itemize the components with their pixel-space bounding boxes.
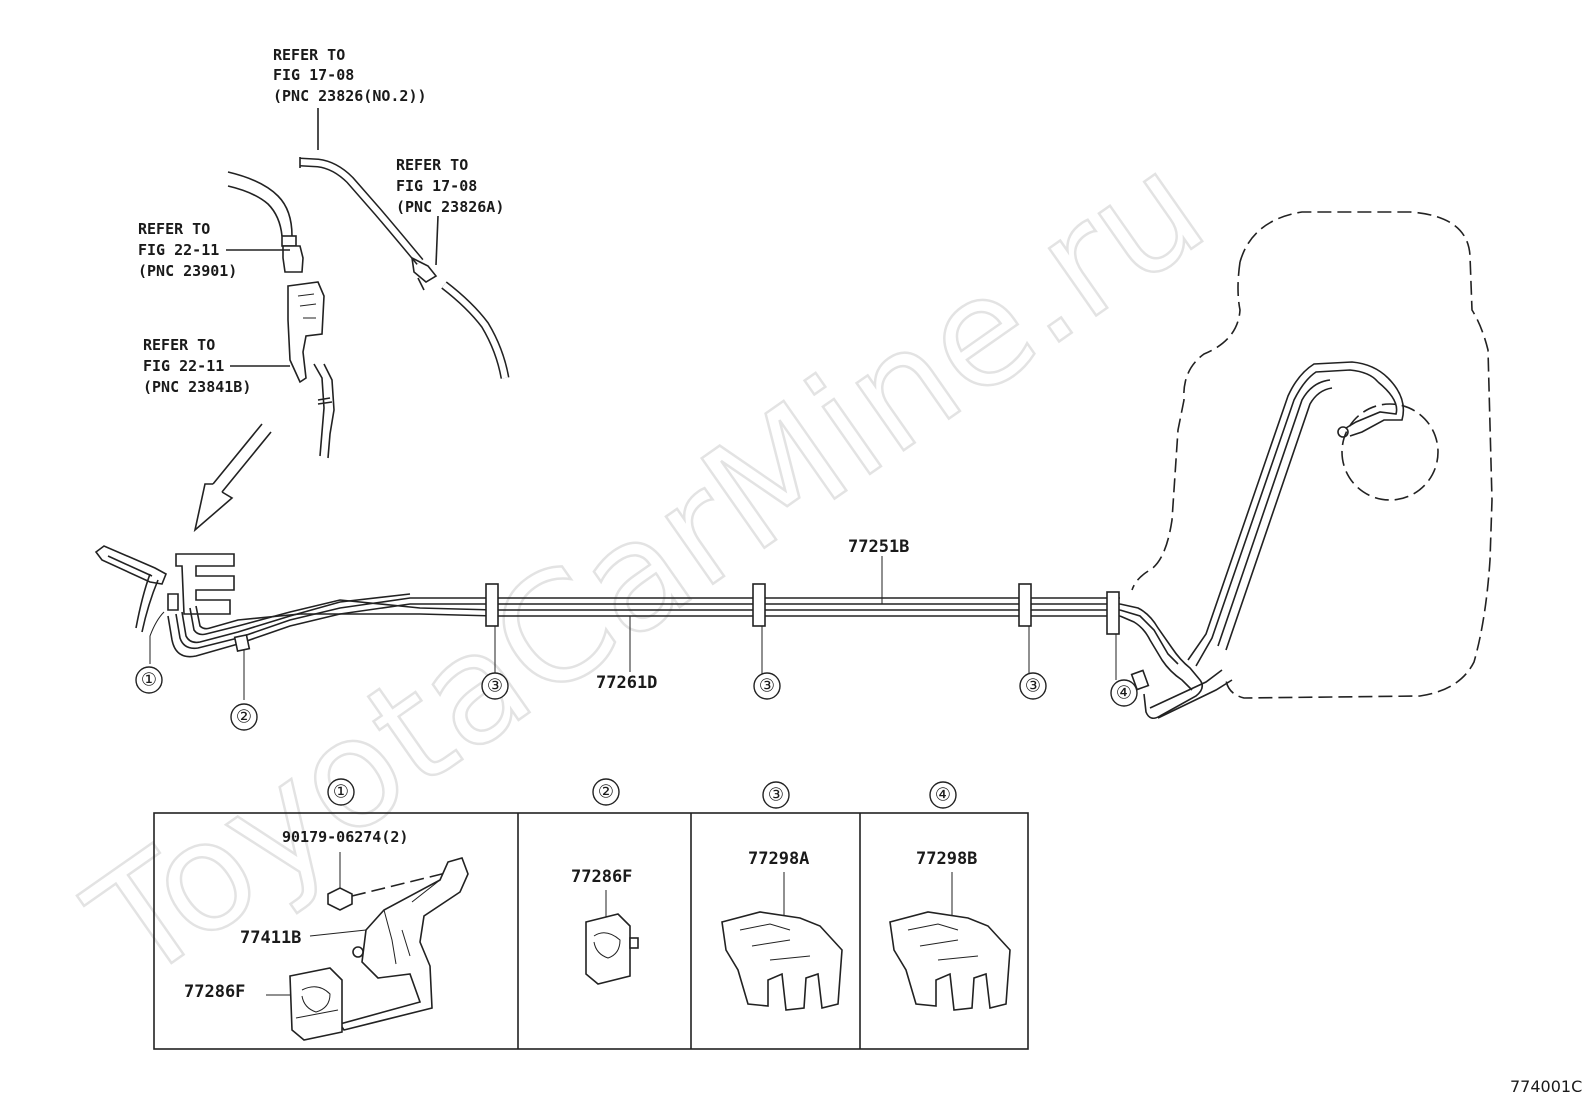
svg-text:REFER TO: REFER TO — [138, 220, 210, 238]
watermark: ToyotaCarMine.ru — [60, 120, 1234, 1015]
svg-text:FIG 17-08: FIG 17-08 — [396, 177, 477, 195]
fuel-tube-run — [94, 361, 1405, 720]
svg-text:77298A: 77298A — [748, 849, 809, 869]
callout-3b: ③ — [753, 672, 781, 700]
refer-label-23901: REFER TO FIG 22-11 (PNC 23901) — [138, 220, 237, 280]
svg-text:REFER TO: REFER TO — [273, 46, 345, 64]
refer-label-23826a: REFER TO FIG 17-08 (PNC 23826A) — [396, 156, 504, 216]
svg-text:③: ③ — [487, 676, 503, 697]
detail-header-4: ④ — [929, 781, 957, 809]
svg-text:77411B: 77411B — [240, 928, 301, 948]
svg-text:(PNC 23826(NO.2)): (PNC 23826(NO.2)) — [273, 87, 427, 105]
callout-2: ② — [230, 703, 258, 731]
detail-table — [153, 812, 1029, 1050]
evap-hose-group — [299, 108, 510, 379]
svg-text:77286F: 77286F — [571, 867, 632, 887]
detail-box-4: 77298B — [889, 849, 1011, 1011]
callout-3c: ③ — [1019, 672, 1047, 700]
fuel-tank-outline — [1131, 211, 1493, 699]
svg-text:90179-06274(2): 90179-06274(2) — [282, 828, 408, 846]
svg-text:77286F: 77286F — [184, 982, 245, 1002]
svg-text:(PNC 23841B): (PNC 23841B) — [143, 378, 251, 396]
detail-header-3: ③ — [762, 781, 790, 809]
svg-text:(PNC 23826A): (PNC 23826A) — [396, 198, 504, 216]
svg-text:①: ① — [333, 782, 349, 803]
detail-box-1: 90179-06274(2) 77411B 77286F — [184, 828, 469, 1041]
callout-3a: ③ — [481, 672, 509, 700]
canister-hose-group — [226, 171, 335, 459]
svg-text:④: ④ — [935, 785, 951, 806]
detail-box-3: 77298A — [721, 849, 843, 1011]
svg-text:FIG 22-11: FIG 22-11 — [138, 241, 219, 259]
svg-text:④: ④ — [1116, 683, 1132, 704]
svg-text:③: ③ — [768, 785, 784, 806]
callout-1: ① — [135, 666, 163, 694]
part-number-77251b: 77251B — [848, 537, 909, 557]
svg-text:FIG 17-08: FIG 17-08 — [273, 66, 354, 84]
svg-text:77298B: 77298B — [916, 849, 977, 869]
detail-box-2: 77286F — [571, 867, 639, 985]
svg-text:FIG 22-11: FIG 22-11 — [143, 357, 224, 375]
svg-text:③: ③ — [1025, 676, 1041, 697]
svg-text:REFER TO: REFER TO — [143, 336, 215, 354]
svg-text:③: ③ — [759, 676, 775, 697]
refer-label-23841b: REFER TO FIG 22-11 (PNC 23841B) — [143, 336, 251, 396]
figure-id: 774001C — [1510, 1077, 1582, 1096]
detail-header-2: ② — [592, 778, 620, 806]
detail-header-1: ① — [327, 778, 355, 806]
callout-4: ④ — [1110, 679, 1138, 707]
part-number-77261d: 77261D — [596, 673, 657, 693]
svg-text:①: ① — [141, 670, 157, 691]
refer-label-23826-no2: REFER TO FIG 17-08 (PNC 23826(NO.2)) — [273, 46, 427, 105]
svg-text:②: ② — [236, 707, 252, 728]
svg-text:②: ② — [598, 782, 614, 803]
svg-text:REFER TO: REFER TO — [396, 156, 468, 174]
svg-text:(PNC 23901): (PNC 23901) — [138, 262, 237, 280]
direction-arrow — [193, 423, 272, 533]
